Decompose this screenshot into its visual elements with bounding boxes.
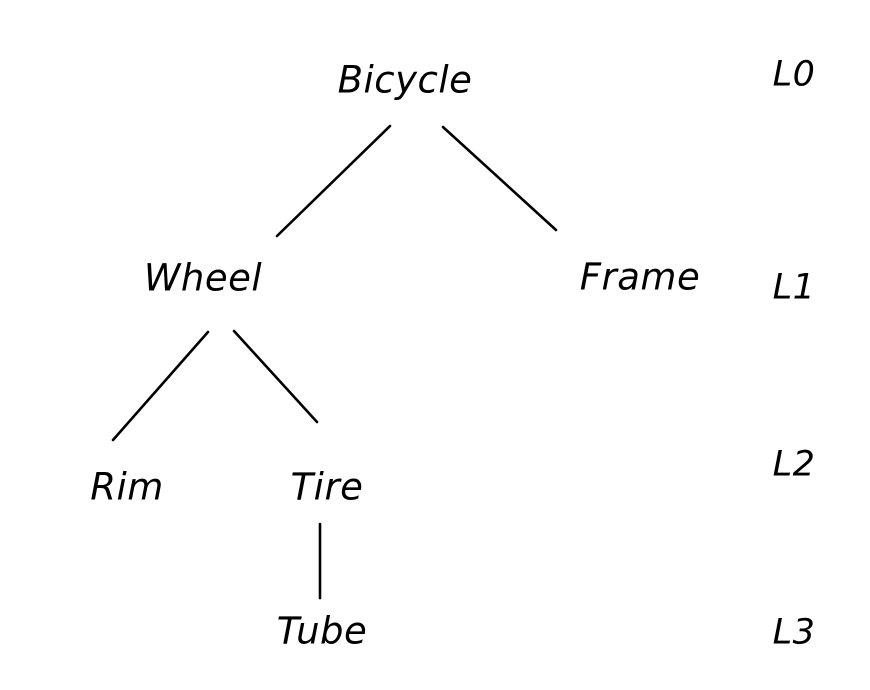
edge-bicycle-to-frame xyxy=(441,125,558,232)
node-rim[interactable]: Rim xyxy=(90,465,164,509)
edge-wheel-to-rim xyxy=(111,330,210,442)
edge-wheel-to-tire xyxy=(232,329,319,424)
node-tire[interactable]: Tire xyxy=(290,465,364,509)
level-label-l1: L1 xyxy=(772,267,816,308)
node-tube[interactable]: Tube xyxy=(276,609,368,653)
node-frame[interactable]: Frame xyxy=(579,255,701,299)
node-wheel[interactable]: Wheel xyxy=(143,256,263,300)
level-label-l0: L0 xyxy=(772,54,816,95)
level-label-l2: L2 xyxy=(772,444,816,485)
edge-bicycle-to-wheel xyxy=(275,124,392,238)
level-label-l3: L3 xyxy=(772,612,816,653)
node-bicycle[interactable]: Bicycle xyxy=(337,58,473,102)
